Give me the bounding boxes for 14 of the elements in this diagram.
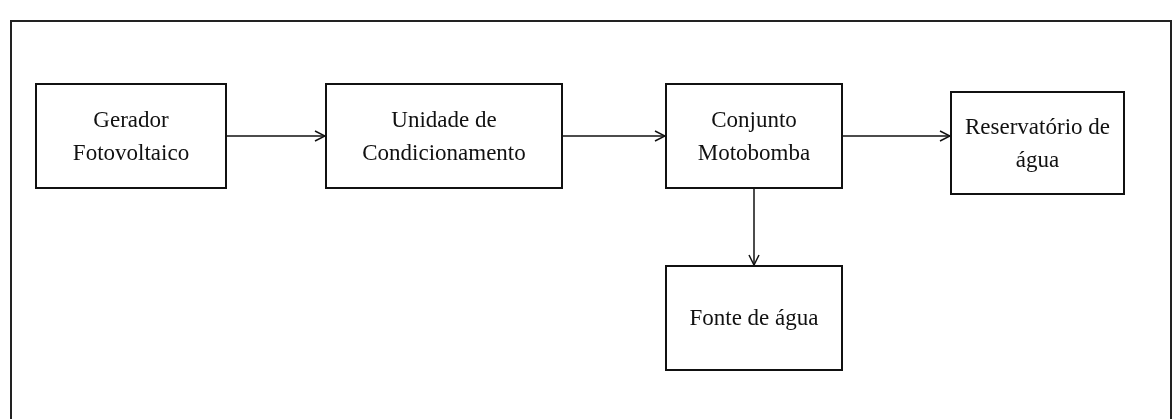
box-label: Conjunto Motobomba	[696, 105, 812, 167]
process-box	[35, 83, 227, 189]
process-box	[665, 265, 843, 371]
box-label: Reservatório de água	[964, 112, 1111, 174]
arrow	[842, 130, 951, 142]
arrow	[748, 188, 760, 266]
arrow	[562, 130, 666, 142]
box-label: Fonte de água	[689, 304, 819, 333]
box-label: Gerador Fotovoltaico	[71, 105, 191, 167]
process-box	[665, 83, 843, 189]
box-label: Unidade de Condicionamento	[361, 105, 527, 167]
process-box	[950, 91, 1125, 195]
process-box	[325, 83, 563, 189]
arrow	[226, 130, 326, 142]
